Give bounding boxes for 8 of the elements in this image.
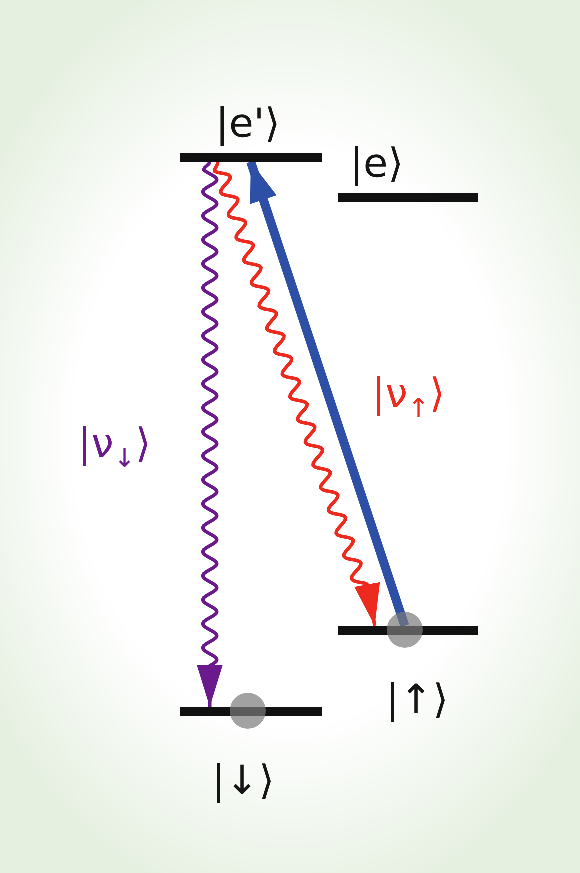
state-label: |↑⟩ bbox=[386, 676, 449, 724]
state-label: |e⟩ bbox=[350, 140, 404, 188]
emission-wavy-arrow bbox=[213, 161, 380, 626]
state-label: |↓⟩ bbox=[212, 757, 275, 805]
state-label: |e'⟩ bbox=[216, 100, 280, 148]
emission-wavy-arrow bbox=[197, 160, 223, 707]
edge-label: |ν$_{↓}$⟩ bbox=[78, 420, 152, 468]
edge-label: |ν$_{↑}$⟩ bbox=[372, 370, 446, 418]
